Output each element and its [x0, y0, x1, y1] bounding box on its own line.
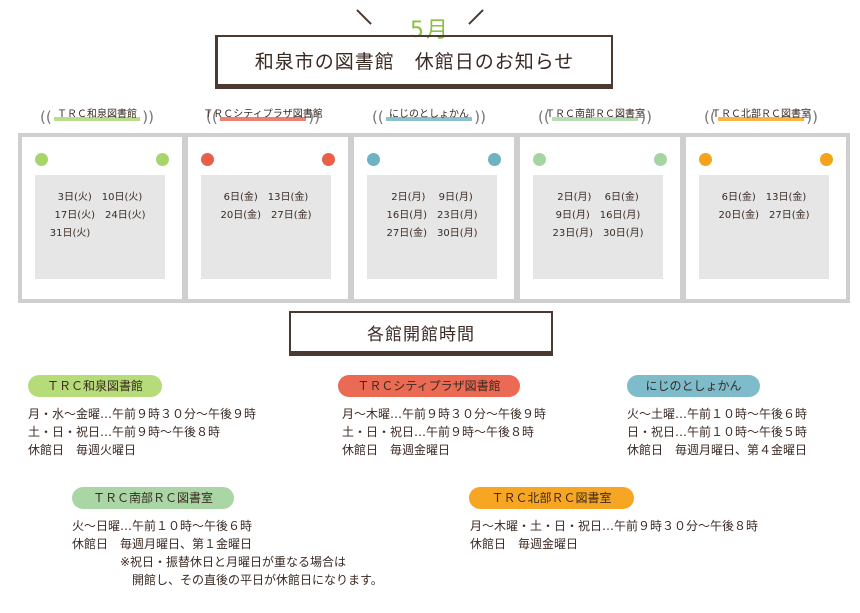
page-title-text: 和泉市の図書館 休館日のお知らせ — [254, 51, 575, 73]
closure-dates: 6日(金) 13日(金) 20日(金) 27日(金) — [699, 175, 829, 279]
label-highlight — [552, 117, 638, 121]
hours-library-name: にじのとしょかん — [627, 375, 760, 397]
hours-line: 休館日 毎週月曜日、第４金曜日 — [627, 443, 808, 457]
hours-line: 休館日 毎週金曜日 — [470, 537, 579, 551]
bracket-right-icon: )) — [474, 108, 486, 126]
bracket-right-icon: )) — [142, 108, 154, 126]
hours-library-name: ＴＲＣ和泉図書館 — [28, 375, 162, 397]
hours-line: 月～木曜・土・日・祝日…午前９時３０分～午後８時 — [470, 519, 759, 533]
label-highlight — [54, 117, 140, 121]
closure-date-row: 20日(金) 27日(金) — [718, 210, 810, 221]
pin-dot-icon — [654, 153, 667, 166]
closure-card: 2日(月) 6日(金) 9日(月) 16日(月) 23日(月) 30日(月) — [516, 133, 684, 303]
pin-dot-icon — [201, 153, 214, 166]
closure-dates: 6日(金) 13日(金) 20日(金) 27日(金) — [201, 175, 331, 279]
closure-date-row: 2日(月) 6日(金) — [557, 192, 639, 203]
hours-line: 休館日 毎週月曜日、第１金曜日 — [72, 537, 253, 551]
hours-title: 各館開館時間 — [289, 311, 553, 356]
bracket-left-icon: (( — [372, 108, 384, 126]
bracket-left-icon: (( — [704, 108, 716, 126]
library-label: ((ＴＲＣ南部ＲＣ図書室)) — [530, 103, 660, 127]
bracket-right-icon: )) — [308, 108, 320, 126]
closure-card: 6日(金) 13日(金) 20日(金) 27日(金) — [184, 133, 352, 303]
closure-date-row: 9日(月) 16日(月) — [555, 210, 641, 221]
pin-dot-icon — [488, 153, 501, 166]
pin-dot-icon — [367, 153, 380, 166]
library-label: (( にじのとしょかん)) — [364, 103, 494, 127]
pin-dot-icon — [322, 153, 335, 166]
bracket-right-icon: )) — [806, 108, 818, 126]
closure-date-row: 2日(月) 9日(月) — [391, 192, 473, 203]
closure-card: 6日(金) 13日(金) 20日(金) 27日(金) — [682, 133, 850, 303]
hours-line: 月・水～金曜…午前９時３０分～午後９時 — [28, 407, 257, 421]
library-label-text: ＴＲＣ南部ＲＣ図書室 — [545, 109, 645, 120]
pin-dot-icon — [699, 153, 712, 166]
hours-line: 休館日 毎週金曜日 — [342, 443, 451, 457]
bracket-left-icon: (( — [40, 108, 52, 126]
pin-dot-icon — [35, 153, 48, 166]
closure-dates: 2日(月) 9日(月) 16日(月) 23日(月) 27日(金) 30日(月) — [367, 175, 497, 279]
closure-date-row: 31日(火) — [49, 228, 151, 239]
closure-date-row: 27日(金) 30日(月) — [386, 228, 478, 239]
label-highlight — [718, 117, 804, 121]
pin-dot-icon — [156, 153, 169, 166]
hours-library-name: ＴＲＣ北部ＲＣ図書室 — [469, 487, 634, 509]
pin-dot-icon — [533, 153, 546, 166]
closure-dates: 2日(月) 6日(金) 9日(月) 16日(月) 23日(月) 30日(月) — [533, 175, 663, 279]
hours-line: 休館日 毎週火曜日 — [28, 443, 137, 457]
left-accent-line — [356, 9, 372, 25]
library-label: ((ＴＲＣシティプラザ図書館)) — [198, 103, 328, 127]
library-label: (( ＴＲＣ和泉図書館)) — [32, 103, 162, 127]
label-highlight — [220, 117, 306, 121]
page-title: 和泉市の図書館 休館日のお知らせ — [215, 35, 613, 89]
hours-line: 月～木曜…午前９時３０分～午後９時 — [342, 407, 547, 421]
hours-line: 開館し、その直後の平日が休館日になります。 — [72, 573, 383, 587]
hours-title-text: 各館開館時間 — [367, 324, 475, 345]
bracket-left-icon: (( — [206, 108, 218, 126]
closure-date-row: 16日(月) 23日(月) — [386, 210, 478, 221]
closure-date-row: 6日(金) 13日(金) — [721, 192, 807, 203]
hours-line: 土・日・祝日…午前９時～午後８時 — [28, 425, 221, 439]
hours-library-name: ＴＲＣ南部ＲＣ図書室 — [72, 487, 234, 509]
hours-library-name: ＴＲＣシティプラザ図書館 — [338, 375, 520, 397]
library-label-text: にじのとしょかん — [389, 109, 469, 120]
hours-line: 火～日曜…午前１０時～午後６時 — [72, 519, 253, 533]
bracket-left-icon: (( — [538, 108, 550, 126]
closure-date-row: 6日(金) 13日(金) — [223, 192, 309, 203]
library-label-text: ＴＲＣ北部ＲＣ図書室 — [711, 109, 811, 120]
closure-card: 3日(火) 10日(火) 17日(火) 24日(火) 31日(火) — [18, 133, 186, 303]
closure-date-row: 3日(火) 10日(火) — [57, 192, 143, 203]
pin-dot-icon — [820, 153, 833, 166]
closure-dates: 3日(火) 10日(火) 17日(火) 24日(火) 31日(火) — [35, 175, 165, 279]
label-highlight — [386, 117, 472, 121]
month-label: 5月 — [410, 18, 450, 43]
closure-date-row: 20日(金) 27日(金) — [220, 210, 312, 221]
library-label: ((ＴＲＣ北部ＲＣ図書室)) — [696, 103, 826, 127]
hours-line: 日・祝日…午前１０時～午後５時 — [627, 425, 808, 439]
library-label-text: ＴＲＣ和泉図書館 — [57, 109, 137, 120]
closure-date-row: 17日(火) 24日(火) — [54, 210, 146, 221]
hours-line: 土・日・祝日…午前９時～午後８時 — [342, 425, 535, 439]
library-label-text: ＴＲＣシティプラザ図書館 — [203, 109, 323, 120]
hours-line: ※祝日・振替休日と月曜日が重なる場合は — [72, 555, 347, 569]
bracket-right-icon: )) — [640, 108, 652, 126]
closure-card: 2日(月) 9日(月) 16日(月) 23日(月) 27日(金) 30日(月) — [350, 133, 518, 303]
hours-line: 火～土曜…午前１０時～午後６時 — [627, 407, 808, 421]
closure-date-row: 23日(月) 30日(月) — [552, 228, 644, 239]
